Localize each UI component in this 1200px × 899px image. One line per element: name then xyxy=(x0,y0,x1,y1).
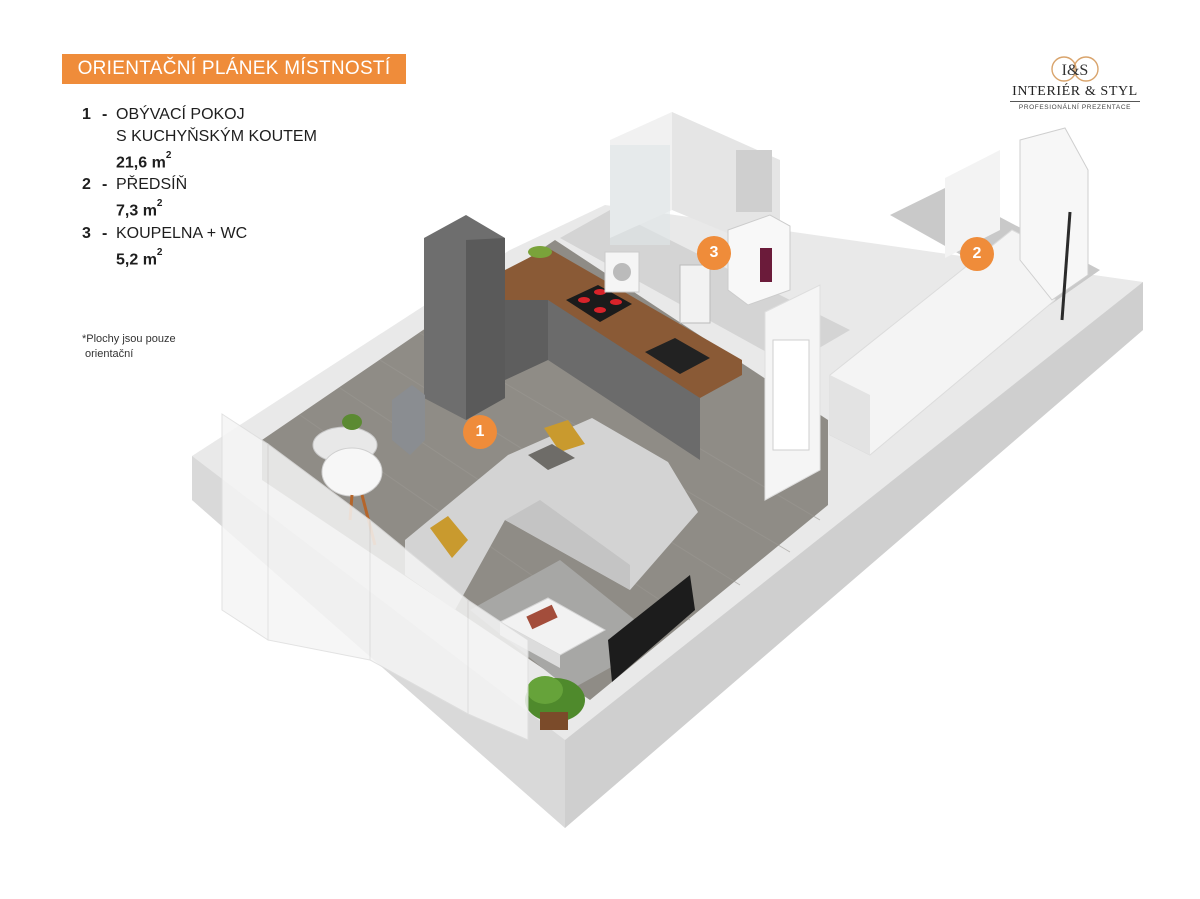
legend-item-bathroom: 3 - KOUPELNA + WC 5,2 m2 xyxy=(82,223,402,271)
floor-lamp xyxy=(321,447,383,497)
potted-plant xyxy=(525,676,585,730)
legend-name: KOUPELNA + WC xyxy=(116,224,248,242)
area-footnote: *Plochy jsou pouze orientační xyxy=(82,332,176,362)
legend-area: 21,6 m2 xyxy=(116,150,172,172)
fruit-bowl xyxy=(528,246,552,258)
logo-tagline: PROFESIONÁLNÍ PREZENTACE xyxy=(1018,104,1132,111)
room-legend: 1 - OBÝVACÍ POKOJ S KUCHYŇSKÝM KOUTEM 21… xyxy=(82,104,402,271)
legend-number: 2 xyxy=(82,176,91,194)
room-badge-hallway: 2 xyxy=(960,237,994,271)
legend-number: 3 xyxy=(82,224,91,242)
cooktop-burners xyxy=(578,289,622,313)
legend-item-hallway: 2 - PŘEDSÍŇ 7,3 m2 xyxy=(82,174,402,222)
tv xyxy=(608,575,695,682)
legend-dash: - xyxy=(102,224,108,242)
footnote-line: orientační xyxy=(85,348,134,360)
page-title: ORIENTAČNÍ PLÁNEK MÍSTNOSTÍ xyxy=(62,54,406,84)
cooktop xyxy=(566,285,632,322)
mirror xyxy=(736,150,772,212)
outer-wall-right xyxy=(565,282,1143,828)
legend-dash: - xyxy=(102,106,108,123)
footnote-line: *Plochy jsou pouze xyxy=(82,333,176,345)
logo-monogram-icon: I&S xyxy=(1051,56,1099,82)
shower-glass xyxy=(610,145,670,245)
cushion-yellow xyxy=(544,420,585,452)
entrance-door xyxy=(1019,127,1089,301)
room-badge-bathroom: 3 xyxy=(697,236,731,270)
bathroom-door xyxy=(772,339,810,451)
room-badge-living: 1 xyxy=(463,415,497,449)
kitchen-sink xyxy=(645,338,710,374)
legend-area: 5,2 m2 xyxy=(116,246,163,268)
cushion-yellow xyxy=(430,516,468,558)
dining-chair xyxy=(392,385,425,455)
legend-name: PŘEDSÍŇ xyxy=(116,176,188,194)
legend-number: 1 xyxy=(82,106,91,123)
towel-radiator xyxy=(679,264,711,324)
logo-name: INTERIÉR & STYL xyxy=(1010,84,1140,102)
brand-logo: I&S INTERIÉR & STYL PROFESIONÁLNÍ PREZEN… xyxy=(1010,55,1140,115)
legend-dash: - xyxy=(102,176,108,194)
balcony-doors xyxy=(221,413,529,741)
cushion-grey xyxy=(528,444,575,470)
coat-rack xyxy=(1060,211,1072,321)
hallway-wall xyxy=(945,150,1000,258)
magazines xyxy=(526,604,558,630)
legend-name-line2: S KUCHYŇSKÝM KOUTEM xyxy=(116,128,317,145)
legend-name: OBÝVACÍ POKOJ xyxy=(116,106,245,123)
legend-item-living-room: 1 - OBÝVACÍ POKOJ S KUCHYŇSKÝM KOUTEM 21… xyxy=(82,104,402,174)
bathroom-vanity xyxy=(727,214,791,306)
svg-text:I&S: I&S xyxy=(1062,62,1089,79)
kitchen-cabinets xyxy=(548,300,700,460)
legend-area: 7,3 m2 xyxy=(116,198,163,220)
table-plant xyxy=(342,414,362,430)
